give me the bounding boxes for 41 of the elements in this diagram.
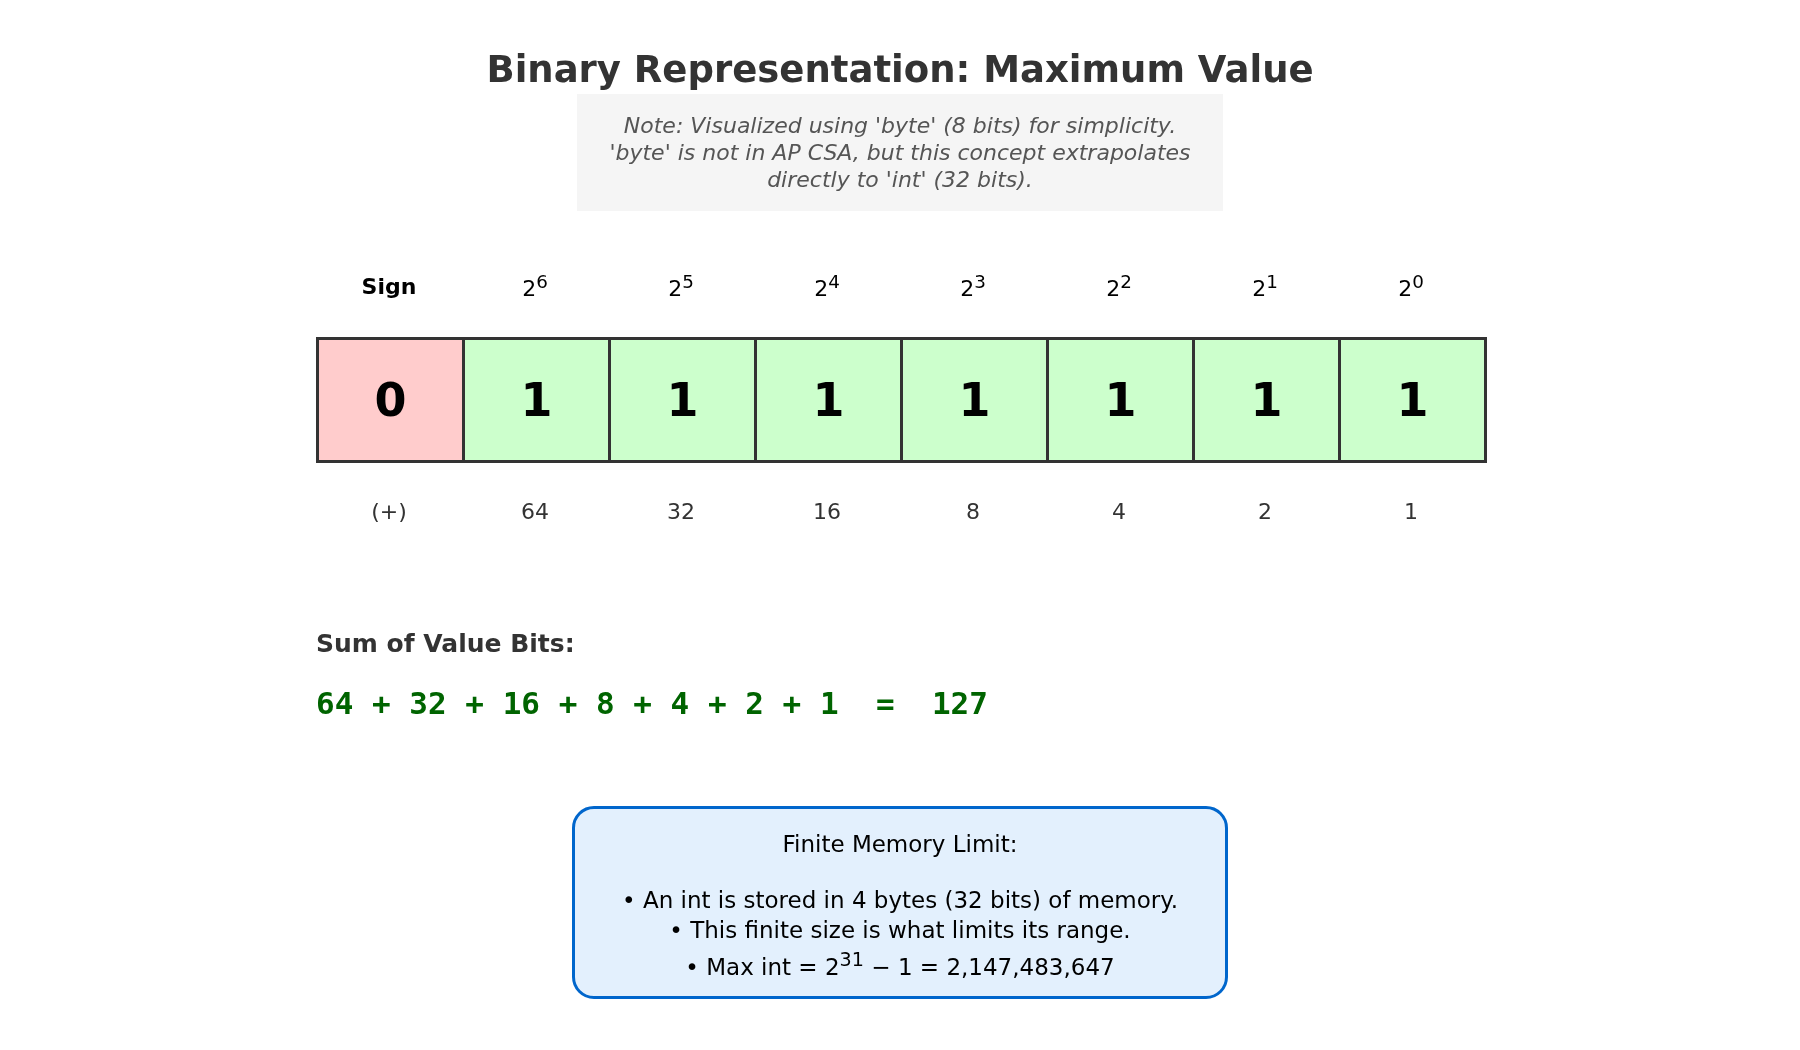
bit-box	[608, 337, 757, 463]
bit-box	[1046, 337, 1195, 463]
bit-value: 1	[520, 373, 553, 427]
bit-box	[754, 337, 903, 463]
info-heading: Finite Memory Limit:	[782, 830, 1018, 859]
note-text: Note: Visualized using 'byte' (8 bits) for simplicity. 'byte' is not in AP CSA, but this concept extrapolates directly to 'int' (32 bits).	[608, 112, 1192, 193]
bit-value: 1	[958, 373, 991, 427]
section-heading: Sum of Value Bits:	[316, 628, 575, 658]
place-value: 8	[966, 498, 980, 524]
bit-value: 0	[374, 373, 407, 427]
place-value: 4	[1112, 498, 1126, 524]
power-label: 2$^{3}$	[960, 270, 986, 302]
place-value: 64	[521, 498, 549, 524]
bit-value: 1	[1104, 373, 1137, 427]
bullet-text: • This finite size is what limits its range.	[669, 916, 1131, 945]
place-value: (+)	[371, 498, 407, 524]
column-header: Sign	[361, 273, 417, 299]
bit-box	[1192, 337, 1341, 463]
bit-box	[900, 337, 1049, 463]
power-label: 2$^{2}$	[1106, 270, 1132, 302]
place-value: 16	[813, 498, 841, 524]
bullet-text: • Max int = 2$^{31}$ − 1 = 2,147,483,647	[685, 947, 1115, 982]
bit-box	[316, 337, 465, 463]
power-label: 2$^{5}$	[668, 270, 694, 302]
info-box	[572, 806, 1228, 999]
bit-value: 1	[1250, 373, 1283, 427]
sum-equation: 64 + 32 + 16 + 8 + 4 + 2 + 1 = 127	[316, 685, 988, 721]
place-value: 32	[667, 498, 695, 524]
bullet-text: • An int is stored in 4 bytes (32 bits) of memory.	[622, 886, 1178, 915]
power-label: 2$^{6}$	[522, 270, 548, 302]
bit-value: 1	[666, 373, 699, 427]
title: Binary Representation: Maximum Value	[486, 48, 1314, 91]
place-value: 2	[1258, 498, 1272, 524]
bit-box	[462, 337, 611, 463]
power-label: 2$^{1}$	[1252, 270, 1278, 302]
power-label: 2$^{0}$	[1398, 270, 1424, 302]
power-label: 2$^{4}$	[814, 270, 840, 302]
bit-value: 1	[1396, 373, 1429, 427]
bit-box	[1338, 337, 1487, 463]
place-value: 1	[1404, 498, 1418, 524]
bit-value: 1	[812, 373, 845, 427]
